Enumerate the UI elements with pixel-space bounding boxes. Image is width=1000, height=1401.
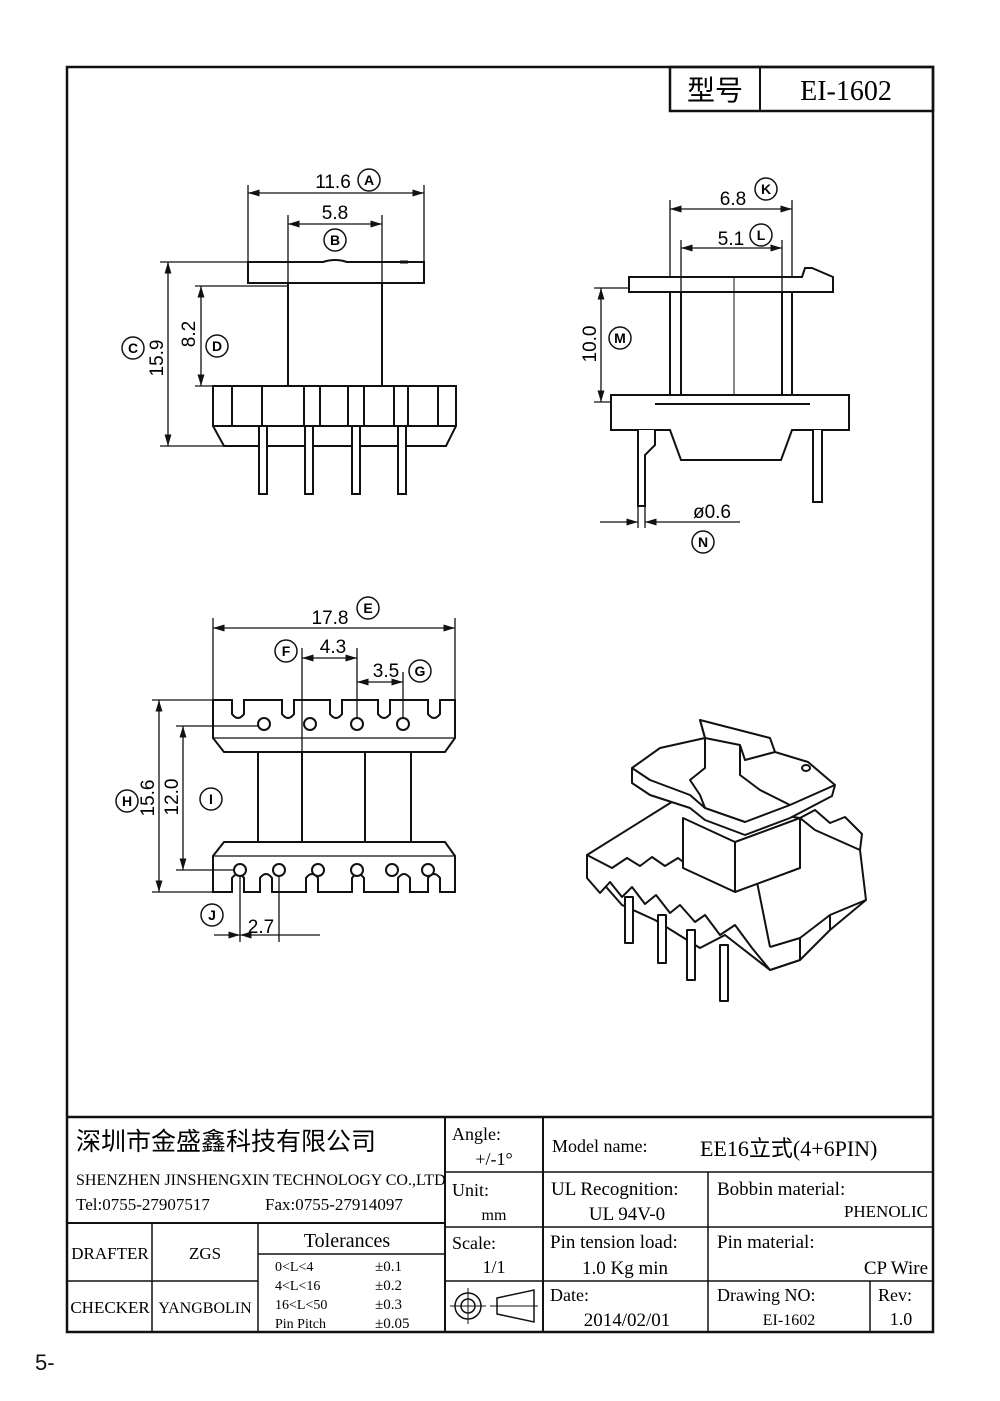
dim-J-value: 2.7	[248, 917, 274, 938]
page-number: 5-	[35, 1350, 55, 1375]
dim-K-value: 6.8	[720, 189, 746, 210]
dim-M-marker: M	[608, 326, 632, 350]
dim-A-value: 11.6	[315, 172, 351, 193]
dim-F-marker: F	[274, 639, 298, 663]
dim-G-marker: G	[408, 659, 432, 683]
company-name-en: SHENZHEN JINSHENGXIN TECHNOLOGY CO.,LTD	[76, 1172, 446, 1189]
dim-E-marker: E	[356, 596, 380, 620]
pin-material-label: Pin material:	[717, 1232, 815, 1253]
svg-text:B: B	[330, 232, 340, 248]
side-view	[610, 267, 850, 507]
unit-label: Unit:	[452, 1180, 489, 1200]
drafter-label: DRAFTER	[71, 1244, 149, 1263]
model-title-box: 型号 EI-1602	[668, 65, 935, 113]
company-tel: Tel:0755-27907517	[76, 1195, 210, 1214]
dim-H-marker: H	[115, 789, 139, 813]
model-title-label: 型号	[687, 75, 743, 107]
svg-text:L: L	[757, 227, 766, 243]
dim-F-value: 4.3	[320, 637, 346, 658]
company-fax: Fax:0755-27914097	[265, 1195, 403, 1214]
dim-G-value: 3.5	[373, 661, 399, 682]
rev-value: 1.0	[890, 1309, 913, 1329]
checker-value: YANGBOLIN	[158, 1300, 252, 1317]
scale-label: Scale:	[452, 1233, 496, 1253]
tolerances-title: Tolerances	[304, 1230, 391, 1252]
svg-text:A: A	[364, 172, 374, 188]
tolerance-range: 16<L<50	[275, 1298, 327, 1313]
svg-text:F: F	[282, 643, 291, 659]
tolerance-range: 0<L<4	[275, 1260, 313, 1275]
dim-K-marker: K	[754, 177, 778, 201]
bobbin-material-label: Bobbin material:	[717, 1179, 845, 1200]
angle-label: Angle:	[452, 1124, 501, 1144]
dim-D-marker: D	[205, 334, 229, 358]
svg-text:E: E	[363, 600, 372, 616]
svg-text:H: H	[122, 793, 132, 809]
pin-tension-label: Pin tension load:	[550, 1232, 678, 1253]
side-view-dimensions	[594, 200, 793, 528]
rev-label: Rev:	[878, 1285, 912, 1305]
model-title-value: EI-1602	[800, 76, 892, 107]
dim-H-value: 15.6	[138, 780, 159, 817]
front-view-dimensions	[160, 185, 425, 447]
svg-text:K: K	[761, 181, 771, 197]
dim-C-marker: C	[121, 336, 145, 360]
model-name-value: EE16立式(4+6PIN)	[700, 1136, 877, 1161]
dim-N-value: ø0.6	[693, 502, 731, 523]
scale-value: 1/1	[482, 1257, 505, 1277]
model-name-label: Model name:	[552, 1136, 647, 1156]
top-view	[212, 699, 456, 893]
dim-L-value: 5.1	[718, 229, 744, 250]
ul-value: UL 94V-0	[589, 1204, 665, 1225]
dim-A-marker: A	[357, 168, 381, 192]
svg-text:J: J	[208, 907, 216, 923]
dim-B-value: 5.8	[322, 203, 348, 224]
svg-text:G: G	[415, 663, 426, 679]
tolerance-range: Pin Pitch	[275, 1317, 326, 1332]
tolerance-value: ±0.2	[375, 1278, 402, 1294]
dim-I-value: 12.0	[162, 779, 183, 816]
tolerance-value: ±0.1	[375, 1259, 402, 1275]
ul-label: UL Recognition:	[551, 1179, 679, 1200]
top-view-dimensions	[152, 618, 456, 942]
svg-text:I: I	[209, 791, 213, 807]
dim-I-marker: I	[199, 787, 223, 811]
svg-text:N: N	[698, 534, 708, 550]
drawing-no-value: EI-1602	[763, 1312, 815, 1329]
sheet-frame	[65, 65, 935, 1334]
tolerance-range: 4<L<16	[275, 1279, 320, 1294]
front-view	[212, 259, 457, 495]
svg-text:M: M	[614, 330, 626, 346]
dim-L-marker: L	[749, 223, 773, 247]
dim-N-marker: N	[691, 530, 715, 554]
tolerance-value: ±0.05	[375, 1316, 409, 1332]
drawing-no-label: Drawing NO:	[717, 1285, 815, 1305]
pin-tension-value: 1.0 Kg min	[582, 1258, 669, 1279]
dim-C-value: 15.9	[147, 340, 168, 377]
dim-B-marker: B	[323, 228, 347, 252]
dim-M-value: 10.0	[580, 326, 601, 363]
pin-material-value: CP Wire	[864, 1258, 928, 1279]
dim-E-value: 17.8	[312, 608, 349, 629]
svg-text:C: C	[128, 340, 138, 356]
dim-D-value: 8.2	[179, 321, 200, 347]
checker-label: CHECKER	[70, 1298, 150, 1317]
bobbin-material-value: PHENOLIC	[844, 1202, 928, 1221]
title-block	[67, 1115, 933, 1332]
unit-value: mm	[482, 1207, 507, 1224]
date-value: 2014/02/01	[584, 1310, 671, 1331]
angle-value: +/-1°	[475, 1149, 512, 1169]
projection-symbol-icon	[450, 1288, 538, 1324]
isometric-view	[586, 719, 867, 1002]
date-label: Date:	[550, 1285, 589, 1305]
drafter-value: ZGS	[189, 1244, 221, 1263]
tolerance-value: ±0.3	[375, 1297, 402, 1313]
company-name-cn: 深圳市金盛鑫科技有限公司	[76, 1128, 376, 1156]
dim-J-marker: J	[200, 903, 224, 927]
svg-text:D: D	[212, 338, 222, 354]
